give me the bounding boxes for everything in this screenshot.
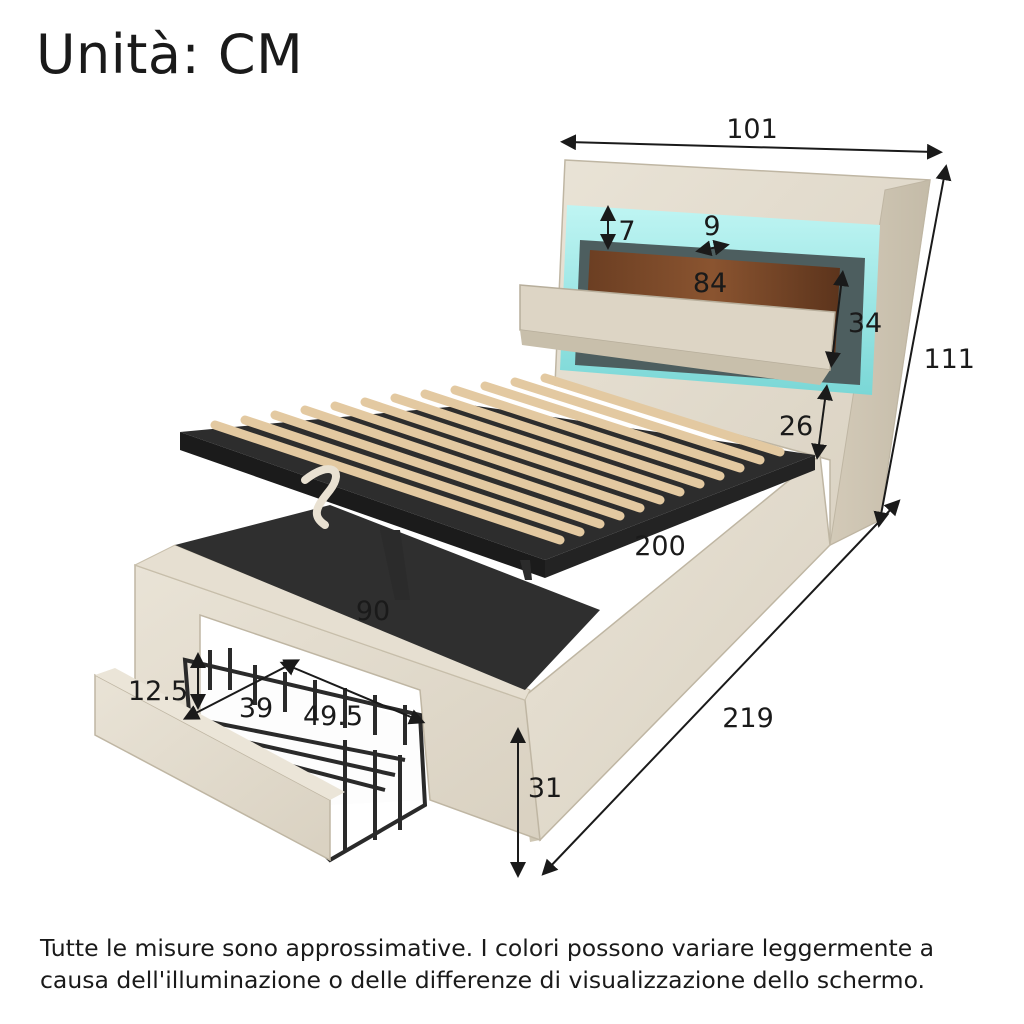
side-height-label: 26 xyxy=(779,411,813,442)
drawer-width-label: 49.5 xyxy=(303,701,363,732)
light-height-label: 7 xyxy=(618,216,635,247)
drawer-height-label: 12.5 xyxy=(128,676,188,707)
height-label: 111 xyxy=(923,344,975,375)
disclaimer-line-1: Tutte le misure sono approssimative. I c… xyxy=(40,934,935,962)
disclaimer: Tutte le misure sono approssimative. I c… xyxy=(40,932,1000,996)
shelf-depth-label: 9 xyxy=(703,211,720,242)
slat-width-label: 90 xyxy=(356,596,390,627)
shelf-width-label: 84 xyxy=(693,268,727,299)
foot-rail xyxy=(133,505,600,842)
drawer-depth-label: 39 xyxy=(239,693,273,724)
unit-title: Unità: CM xyxy=(36,23,304,86)
dimension-lines xyxy=(182,134,952,878)
shelf-height-label: 34 xyxy=(848,308,882,339)
frame-height-label: 31 xyxy=(528,773,562,804)
length-label: 219 xyxy=(722,703,774,734)
slat-length-label: 200 xyxy=(634,531,686,562)
width-label: 101 xyxy=(726,114,778,145)
disclaimer-line-2: causa dell'illuminazione o delle differe… xyxy=(40,966,926,994)
